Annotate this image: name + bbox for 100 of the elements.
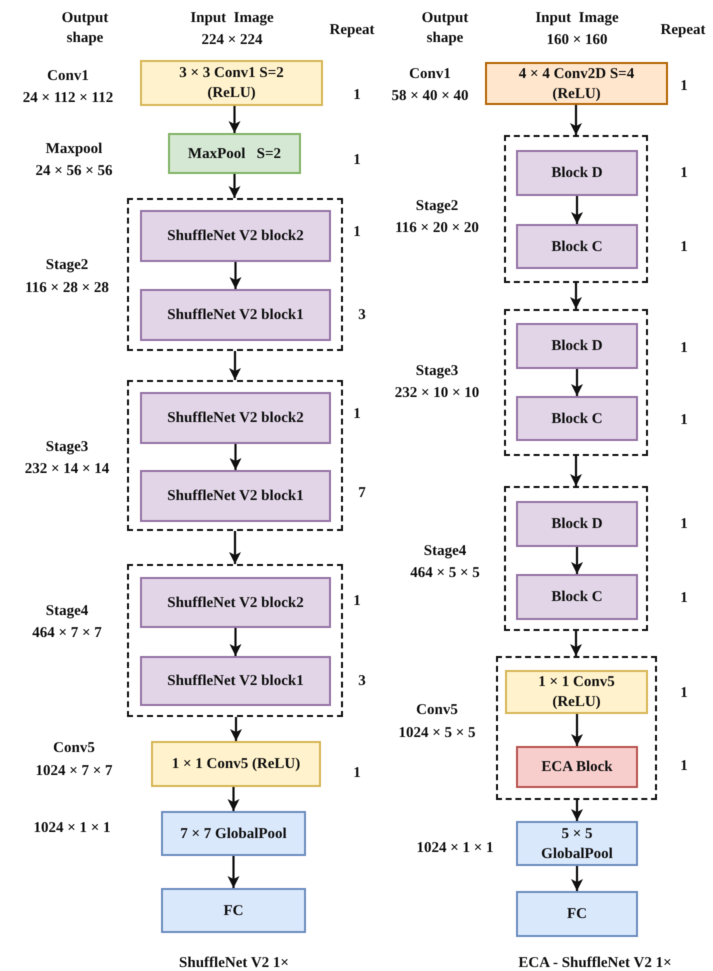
output-shape-label: 232 × 14 × 14	[24, 460, 110, 479]
output-shape-label: 58 × 40 × 40	[390, 87, 470, 106]
output-shape-label: Stage3	[44, 438, 90, 457]
arrow	[229, 351, 241, 380]
layer-box	[140, 392, 331, 444]
layer-box	[140, 577, 331, 628]
repeat-count: 1	[352, 764, 362, 783]
output-shape-label: 116 × 28 × 28	[24, 279, 110, 298]
layer-box	[516, 574, 638, 620]
arrow	[228, 106, 240, 133]
output-shape-label: 1024 × 1 × 1	[32, 819, 112, 838]
column-header: Input Image	[189, 9, 275, 28]
layer-label: Block D	[550, 515, 604, 534]
repeat-count: 1	[352, 86, 362, 105]
network-caption: ECA - ShuffleNet V2 1×	[517, 954, 673, 971]
layer-box	[516, 323, 638, 369]
output-shape-label: 116 × 20 × 20	[394, 219, 480, 238]
arrow	[570, 631, 582, 656]
repeat-count: 3	[357, 306, 367, 325]
layer-box	[516, 501, 638, 547]
layer-box	[485, 62, 668, 105]
arrow	[571, 369, 583, 396]
repeat-count: 1	[679, 238, 689, 257]
arrow	[228, 856, 240, 888]
output-shape-label: 1024 × 5 × 5	[397, 724, 477, 743]
output-shape-label: Conv1	[46, 67, 90, 86]
layer-label: ShuffleNet V2 block1	[166, 306, 305, 325]
column-header: 224 × 224	[200, 31, 264, 50]
output-shape-label: Maxpool	[44, 140, 104, 159]
arrow	[571, 196, 583, 224]
column-header: Output shape	[420, 9, 470, 48]
repeat-count: 1	[679, 164, 689, 183]
output-shape-label: 24 × 112 × 112	[22, 89, 114, 108]
layer-label: MaxPool S=2	[186, 144, 282, 164]
layer-box	[161, 811, 306, 856]
layer-box	[516, 746, 638, 788]
layer-label: 7 × 7 GlobalPool	[179, 824, 288, 844]
repeat-count: 1	[679, 515, 689, 534]
repeat-count: 1	[679, 77, 689, 96]
stage-frame	[504, 309, 648, 456]
repeat-count: 1	[679, 339, 689, 358]
arrow	[571, 866, 583, 891]
layer-box	[151, 741, 321, 787]
layer-box	[516, 821, 638, 866]
layer-label: ShuffleNet V2 block2	[166, 227, 305, 246]
output-shape-label: Stage2	[44, 256, 90, 275]
layer-box	[161, 888, 306, 933]
repeat-count: 1	[352, 592, 362, 611]
output-shape-label: Conv5	[415, 701, 459, 720]
layer-box	[168, 133, 301, 174]
layer-label: FC	[222, 902, 244, 920]
layer-label: Block D	[550, 164, 604, 183]
repeat-count: 1	[352, 405, 362, 424]
output-shape-label: Conv5	[52, 739, 96, 758]
layer-label: Block C	[550, 410, 604, 428]
arrow	[230, 262, 242, 289]
repeat-count: 7	[357, 484, 367, 503]
output-shape-label: 1024 × 1 × 1	[415, 839, 495, 858]
repeat-count: 1	[352, 151, 362, 170]
layer-label: Block C	[550, 238, 604, 256]
layer-label: 3 × 3 Conv1 S=2 (ReLU)	[178, 64, 285, 103]
layer-label: ECA Block	[540, 758, 614, 777]
output-shape-label: Stage4	[44, 602, 90, 621]
layer-label: ShuffleNet V2 block2	[166, 594, 305, 612]
layer-box	[505, 670, 648, 714]
arrow	[230, 444, 242, 470]
layer-box	[140, 656, 331, 706]
layer-box	[140, 60, 323, 106]
layer-label: ShuffleNet V2 block1	[166, 672, 305, 691]
repeat-count: 3	[357, 672, 367, 691]
output-shape-label: Stage3	[414, 362, 460, 381]
arrow	[230, 628, 242, 656]
arrow	[228, 787, 240, 811]
layer-box	[140, 470, 331, 522]
output-shape-label: 464 × 5 × 5	[409, 564, 481, 583]
layer-box	[516, 891, 638, 937]
layer-label: 5 × 5 GlobalPool	[540, 824, 614, 864]
arrow	[571, 547, 583, 574]
arrow	[570, 105, 582, 135]
column-header: Repeat	[660, 21, 706, 40]
network-caption: ShuffleNet V2 1×	[178, 954, 290, 971]
stage-frame	[504, 486, 648, 631]
layer-label: ShuffleNet V2 block1	[166, 487, 305, 506]
stage-frame	[127, 564, 343, 717]
arrow	[229, 531, 241, 564]
repeat-count: 1	[679, 411, 689, 430]
arrow	[570, 283, 582, 309]
stage-frame	[127, 380, 343, 531]
layer-box	[140, 289, 331, 341]
output-shape-label: 232 × 10 × 10	[394, 384, 480, 403]
layer-box	[140, 210, 331, 262]
layer-box	[516, 224, 638, 269]
stage-frame	[504, 135, 648, 283]
repeat-count: 1	[679, 684, 689, 703]
layer-label: 1 × 1 Conv5 (ReLU)	[170, 755, 302, 774]
layer-label: Block C	[550, 588, 604, 607]
layer-box	[516, 150, 638, 196]
arrow	[228, 174, 240, 198]
layer-label: Block D	[550, 337, 604, 356]
layer-label: FC	[566, 905, 588, 924]
